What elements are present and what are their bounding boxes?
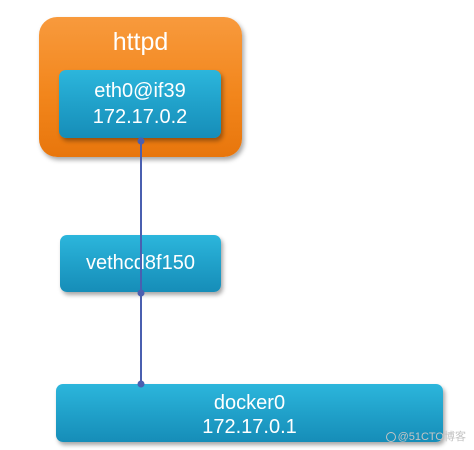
docker0-bridge-name: docker0: [213, 392, 286, 414]
eth0-interface-box: eth0@if39 172.17.0.2: [59, 70, 221, 138]
docker0-bridge-box: docker0 172.17.0.1: [56, 384, 443, 442]
docker0-bridge-ip: 172.17.0.1: [202, 416, 297, 438]
veth-interface-box: vethcd8f150: [60, 235, 221, 292]
veth-interface-name: vethcd8f150: [86, 252, 195, 274]
watermark-text: @51CTO博客: [397, 431, 466, 443]
eth0-interface-ip: 172.17.0.2: [92, 106, 188, 128]
eth0-interface-name: eth0@if39: [94, 80, 186, 102]
watermark-logo-icon: [385, 432, 396, 442]
container-title: httpd: [112, 28, 169, 56]
watermark: @51CTO博客: [385, 430, 466, 444]
